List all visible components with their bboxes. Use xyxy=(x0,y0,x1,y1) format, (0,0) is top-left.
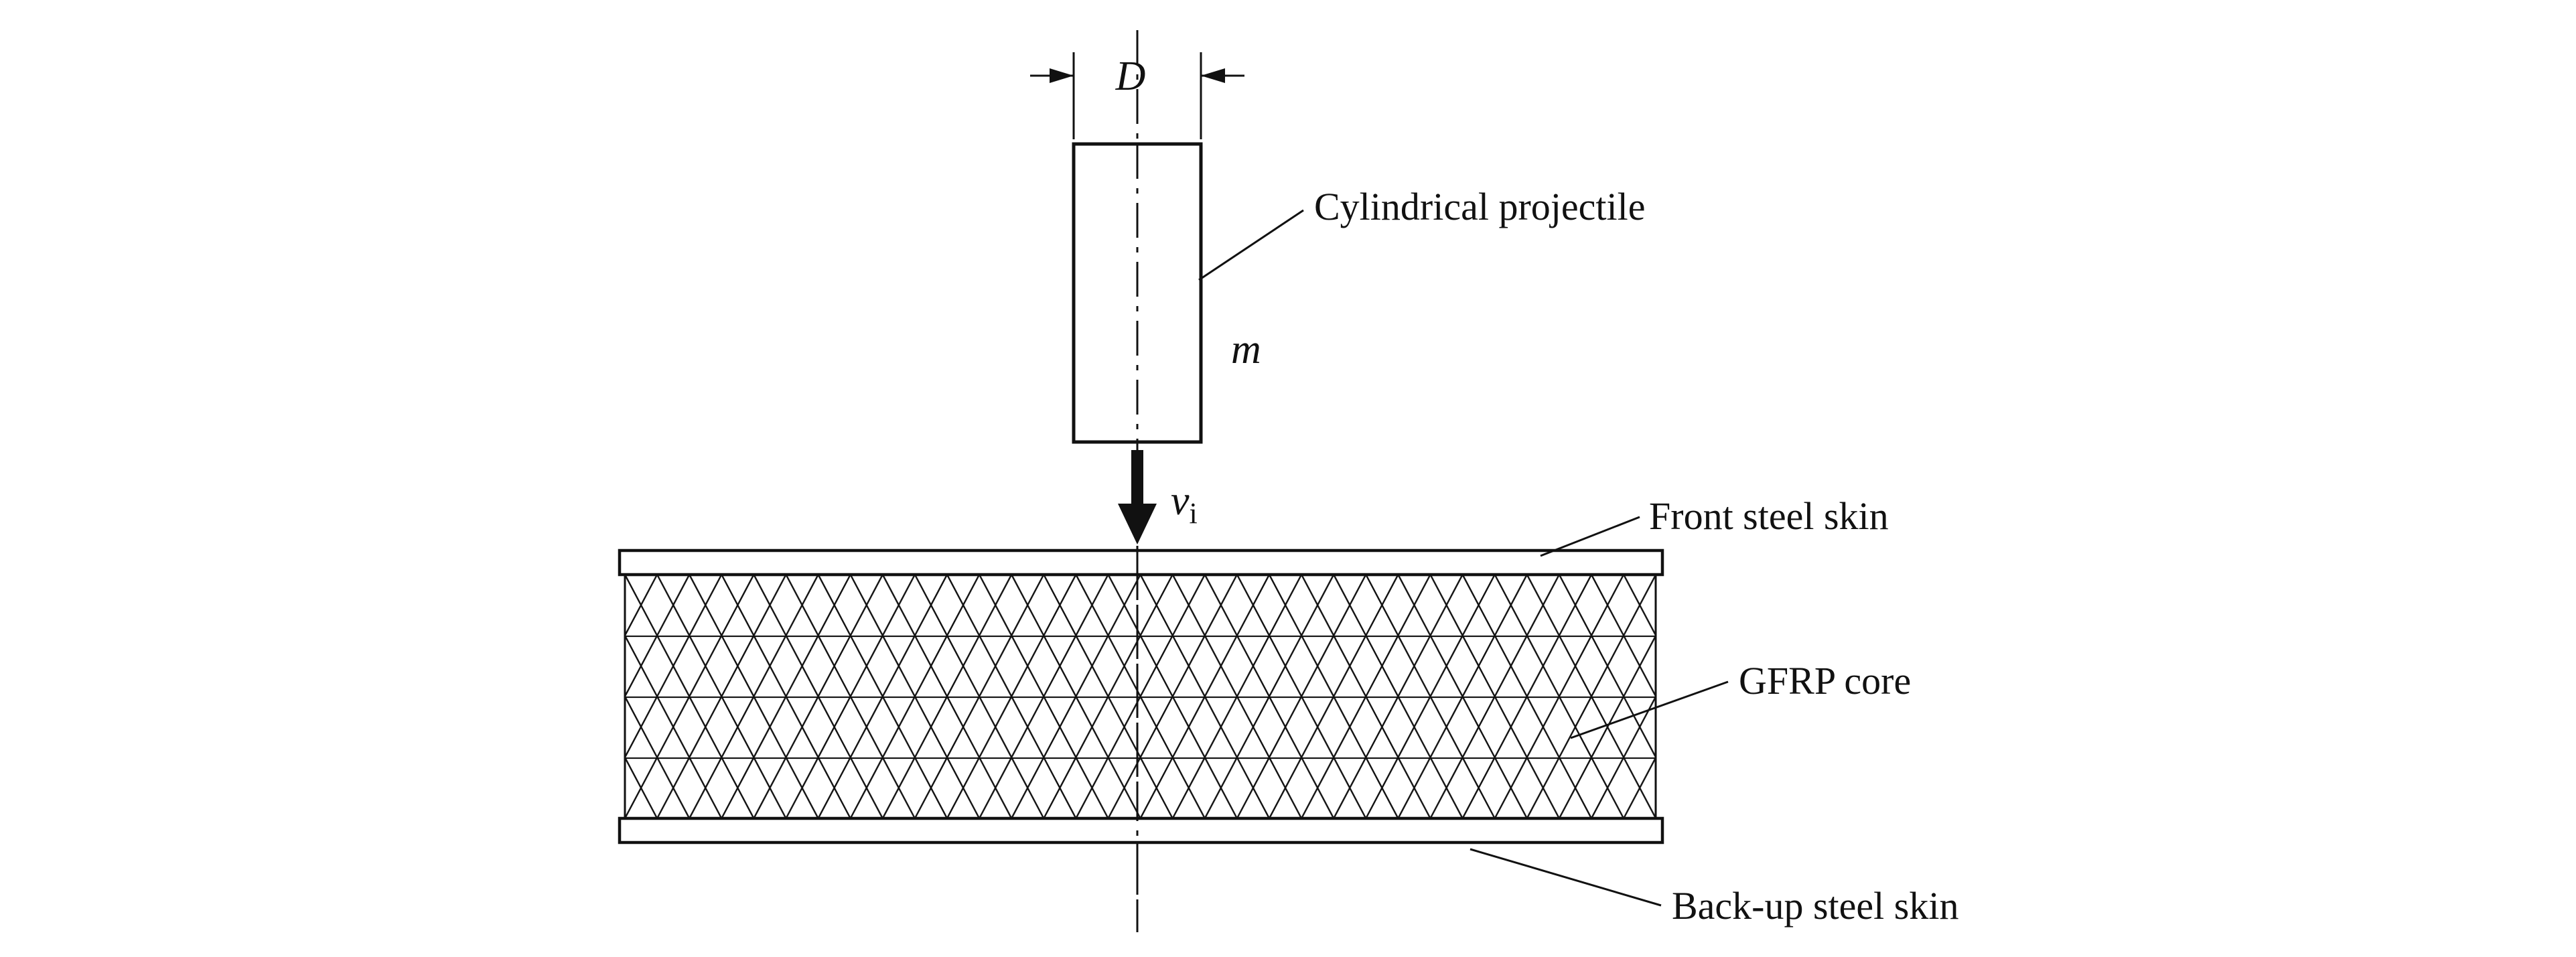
mass-label: m xyxy=(1231,327,1261,372)
gfrp-core-leader-line xyxy=(1570,680,1729,739)
gfrp-core-region xyxy=(624,573,1657,820)
velocity-symbol: v xyxy=(1171,478,1190,524)
backup-skin-label: Back-up steel skin xyxy=(1672,884,1958,928)
impact-velocity-arrow xyxy=(1118,450,1157,544)
gfrp-core-label: GFRP core xyxy=(1739,659,1911,703)
front-skin-leader-line xyxy=(1540,516,1640,557)
velocity-subscript: i xyxy=(1190,497,1198,530)
front-steel-skin xyxy=(618,548,1664,577)
backup-skin-leader-line xyxy=(1470,848,1662,907)
projectile-label: Cylindrical projectile xyxy=(1314,185,1645,228)
backup-steel-skin xyxy=(618,816,1664,844)
velocity-label: vi xyxy=(1171,478,1198,530)
projectile-leader-line xyxy=(1198,209,1304,281)
diameter-dimension: D xyxy=(1030,52,1244,139)
dimension-arrowhead-right xyxy=(1201,68,1225,83)
front-skin-label: Front steel skin xyxy=(1649,494,1889,538)
dimension-arrowhead-left xyxy=(1050,68,1074,83)
diameter-label: D xyxy=(1115,54,1146,99)
